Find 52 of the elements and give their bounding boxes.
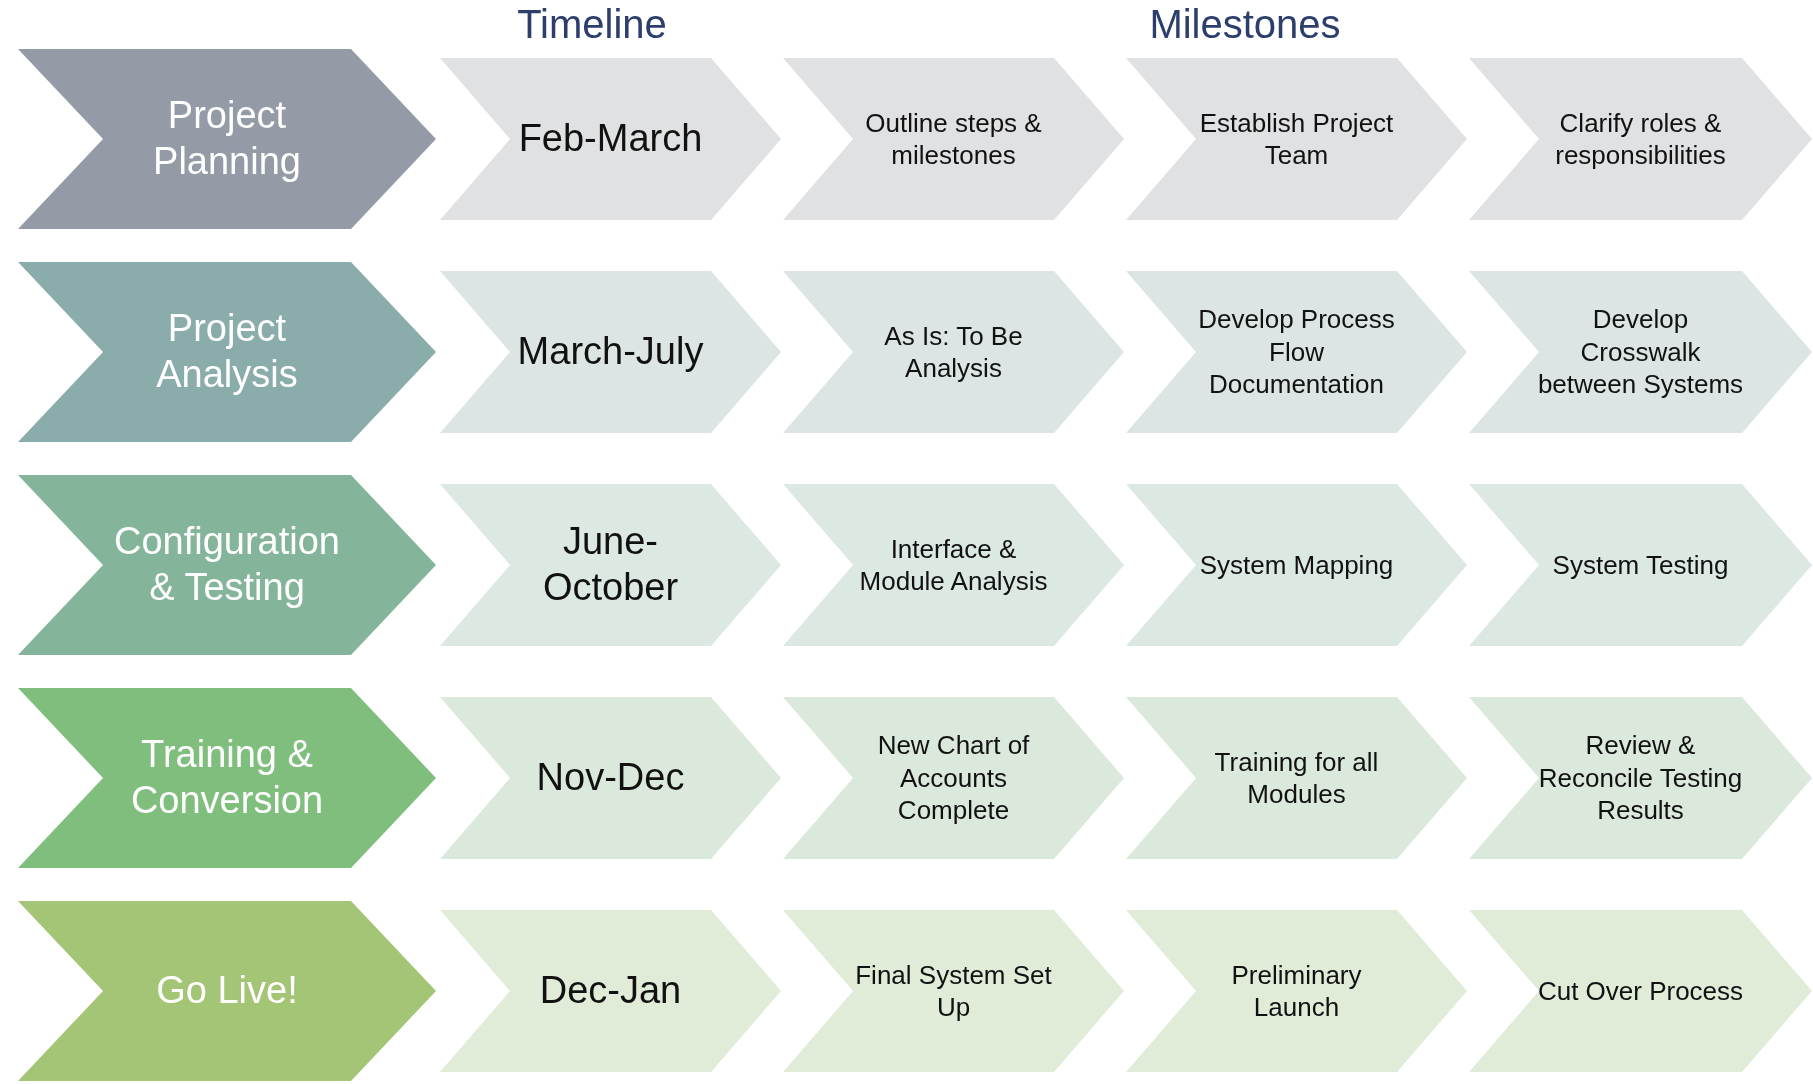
timeline-text: Feb-March — [518, 116, 703, 162]
phase-band — [18, 901, 436, 1081]
phase-band — [18, 262, 436, 442]
phase-title: Go Live! — [156, 968, 298, 1014]
step-band — [1126, 58, 1467, 220]
phase-band — [18, 475, 436, 655]
milestone-text: Outline steps & milestones — [864, 106, 1043, 172]
milestone-text: System Mapping — [1199, 548, 1394, 582]
milestone-text: Establish Project Team — [1198, 106, 1395, 172]
step-band — [1469, 910, 1812, 1072]
milestone-text: Final System Set Up — [854, 958, 1053, 1024]
phase-title: Training & Conversion — [129, 732, 325, 823]
step-band — [1469, 58, 1812, 220]
milestone-text: Develop Process Flow Documentation — [1197, 303, 1396, 401]
column-heading: Milestones — [1149, 2, 1341, 47]
timeline-text: June-October — [541, 519, 680, 610]
phase-band — [18, 688, 436, 868]
timeline-text: Dec-Jan — [539, 968, 682, 1014]
milestone-text: Review & Reconcile Testing Results — [1537, 729, 1744, 827]
milestone-text: As Is: To Be Analysis — [883, 319, 1024, 385]
milestone-text: System Testing — [1552, 548, 1729, 582]
step-band — [1126, 271, 1467, 433]
step-band — [783, 271, 1124, 433]
timeline-text: Nov-Dec — [536, 755, 685, 801]
phase-band — [18, 49, 436, 229]
phase-title: Configuration & Testing — [112, 519, 341, 610]
step-band — [1126, 697, 1467, 859]
step-band — [440, 271, 781, 433]
step-band — [440, 910, 781, 1072]
step-band — [783, 484, 1124, 646]
step-band — [440, 484, 781, 646]
step-band — [783, 910, 1124, 1072]
milestone-text: Develop Crosswalk between Systems — [1536, 303, 1745, 401]
phase-title: Project Planning — [152, 93, 302, 184]
step-band — [783, 697, 1124, 859]
step-band — [783, 58, 1124, 220]
milestone-text: Training for all Modules — [1213, 745, 1380, 811]
milestone-text: Preliminary Launch — [1230, 958, 1363, 1024]
column-heading: Timeline — [517, 2, 667, 47]
step-band — [1469, 697, 1812, 859]
step-band — [1126, 910, 1467, 1072]
timeline-text: March-July — [517, 329, 704, 375]
phase-title: Project Analysis — [155, 306, 299, 397]
milestone-text: Cut Over Process — [1537, 974, 1744, 1008]
step-band — [1126, 484, 1467, 646]
step-band — [1469, 484, 1812, 646]
step-band — [440, 58, 781, 220]
step-band — [440, 697, 781, 859]
milestone-text: Clarify roles & responsibilities — [1554, 106, 1727, 172]
milestone-text: Interface & Module Analysis — [858, 532, 1049, 598]
step-band — [1469, 271, 1812, 433]
milestone-text: New Chart of Accounts Complete — [876, 729, 1031, 827]
